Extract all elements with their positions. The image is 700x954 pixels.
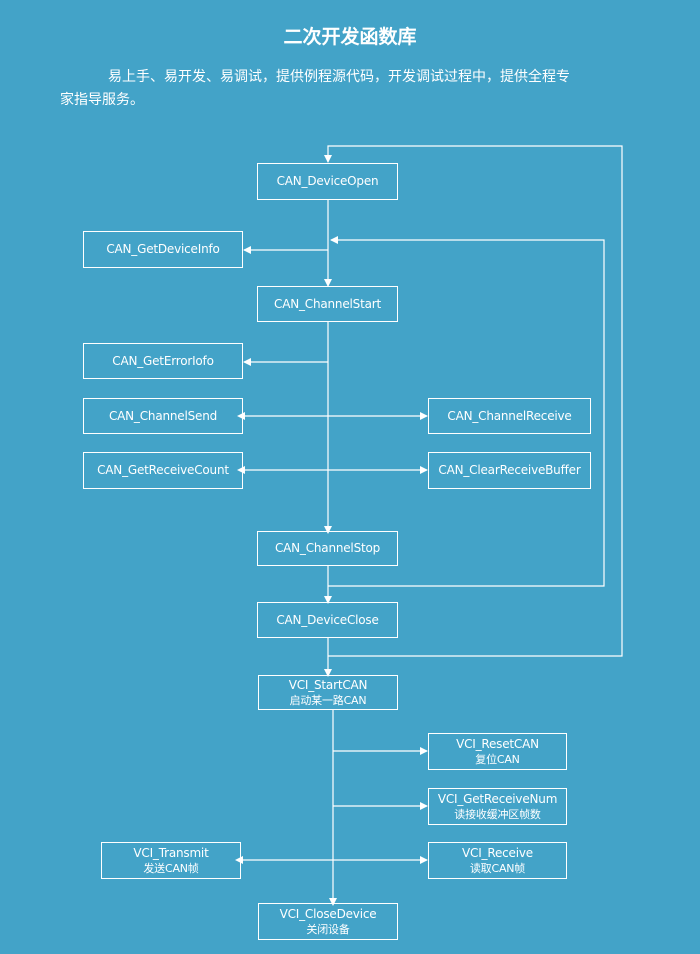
box-label: CAN_GetReceiveCount [97, 463, 229, 477]
box-channel-start: CAN_ChannelStart [257, 286, 398, 322]
box-desc: 读接收缓冲区帧数 [454, 807, 541, 821]
box-vci-get-receive-num: VCI_GetReceiveNum 读接收缓冲区帧数 [428, 788, 567, 825]
box-label: VCI_Receive [462, 845, 533, 860]
box-clear-receive-buffer: CAN_ClearReceiveBuffer [428, 452, 591, 489]
intro-paragraph: 易上手、易开发、易调试，提供例程源代码，开发调试过程中，提供全程专 家指导服务。 [60, 66, 644, 112]
box-channel-receive: CAN_ChannelReceive [428, 398, 591, 434]
box-desc: 启动某一路CAN [289, 693, 367, 707]
box-channel-stop: CAN_ChannelStop [257, 531, 398, 566]
box-label: CAN_DeviceClose [276, 612, 379, 627]
box-desc: 复位CAN [475, 752, 520, 766]
box-label: VCI_StartCAN [288, 677, 368, 692]
box-desc: 发送CAN帧 [143, 861, 199, 875]
box-vci-start-can: VCI_StartCAN 启动某一路CAN [258, 675, 398, 710]
box-get-receive-count: CAN_GetReceiveCount [83, 452, 243, 489]
intro-line-2: 家指导服务。 [60, 92, 144, 108]
box-label: CAN_ChannelSend [108, 408, 218, 423]
box-device-close: CAN_DeviceClose [257, 602, 398, 638]
box-get-error-info: CAN_GetErrorIofo [83, 343, 243, 379]
page-title: 二次开发函数库 [283, 26, 417, 48]
outer-loop-line [324, 145, 623, 657]
box-get-device-info: CAN_GetDeviceInfo [83, 231, 243, 268]
box-vci-transmit: VCI_Transmit 发送CAN帧 [101, 842, 241, 879]
box-label: CAN_ChannelReceive [447, 408, 572, 423]
box-label: VCI_CloseDevice [279, 906, 377, 921]
intro-line-1: 易上手、易开发、易调试，提供例程源代码，开发调试过程中，提供全程专 [108, 69, 570, 85]
box-label: CAN_ClearReceiveBuffer [438, 463, 581, 477]
box-desc: 读取CAN帧 [469, 861, 526, 875]
box-label: VCI_ResetCAN [456, 736, 539, 751]
box-label: CAN_GetDeviceInfo [106, 242, 220, 256]
inner-loop-line [328, 236, 605, 587]
box-label: CAN_ChannelStop [274, 541, 381, 555]
box-label: VCI_GetReceiveNum [437, 791, 558, 806]
box-device-open: CAN_DeviceOpen [257, 163, 398, 200]
box-label: CAN_GetErrorIofo [112, 353, 214, 368]
box-vci-close-device: VCI_CloseDevice 关闭设备 [258, 903, 398, 940]
box-label: CAN_ChannelStart [274, 296, 381, 311]
box-channel-send: CAN_ChannelSend [83, 398, 243, 434]
box-label: VCI_Transmit [133, 845, 209, 860]
box-vci-reset-can: VCI_ResetCAN 复位CAN [428, 733, 567, 770]
box-label: CAN_DeviceOpen [276, 174, 379, 188]
box-vci-receive: VCI_Receive 读取CAN帧 [428, 842, 567, 879]
box-desc: 关闭设备 [306, 922, 350, 936]
